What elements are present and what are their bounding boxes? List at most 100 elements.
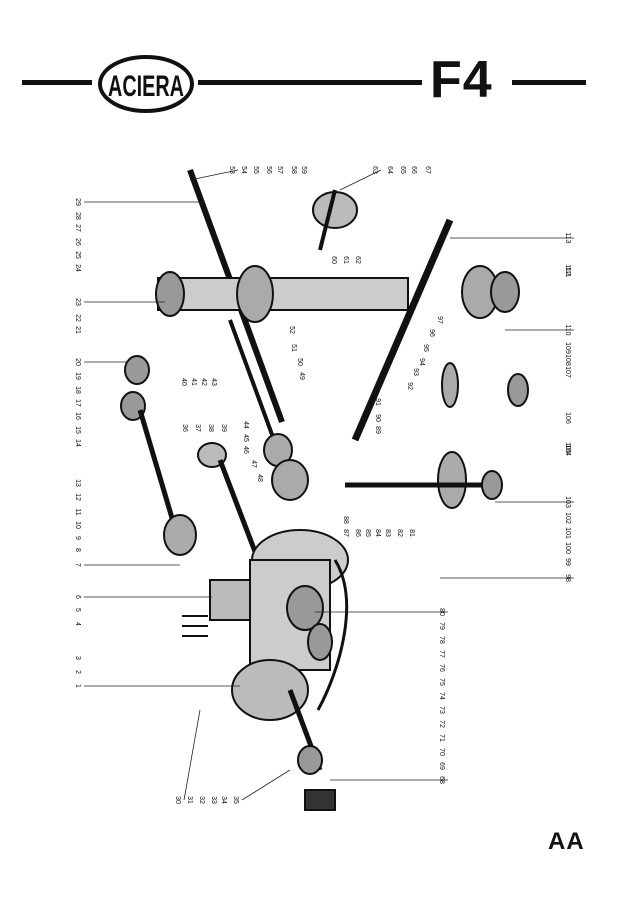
callout-52: 52 [288,326,295,334]
callout-84: 84 [374,529,381,537]
callout-20: 20 [74,358,81,366]
callout-96: 96 [428,329,435,337]
callout-3: 3 [74,656,81,660]
aciera-logo: ACIERA [98,55,194,113]
callout-56: 56 [265,166,272,174]
callout-78: 78 [438,636,445,644]
callout-10: 10 [74,521,81,529]
callout-109: 109 [564,342,571,354]
callout-2: 2 [74,670,81,674]
callout-5: 5 [74,608,81,612]
callout-90: 90 [374,414,381,422]
page-code: AA [548,828,585,855]
gear-middle-right [437,451,467,509]
callout-58: 58 [290,166,297,174]
callout-68: 68 [438,776,445,784]
callout-106: 106 [564,412,571,424]
callout-49: 49 [298,372,305,380]
callout-14: 14 [74,439,81,447]
callout-34: 34 [220,796,227,804]
callout-25: 25 [74,251,81,259]
callout-61: 61 [342,256,349,264]
callout-75: 75 [438,678,445,686]
callout-93: 93 [412,368,419,376]
callout-23: 23 [74,298,81,306]
header-rule-left [22,80,92,85]
header-rule-middle [198,80,422,85]
callout-108: 108 [564,354,571,366]
callout-8: 8 [74,548,81,552]
callout-54: 54 [240,166,247,174]
callout-98: 98 [564,574,571,582]
callout-62: 62 [354,256,361,264]
leader-line-53 [189,169,239,181]
callout-38: 38 [207,424,214,432]
callout-30: 30 [174,796,181,804]
callout-6: 6 [74,595,81,599]
callout-92: 92 [406,382,413,390]
callout-82: 82 [396,529,403,537]
callout-79: 79 [438,622,445,630]
page-header: ACIERA F4 [0,40,636,130]
callout-86: 86 [354,529,361,537]
callout-42: 42 [200,378,207,386]
callout-94: 94 [418,358,425,366]
model-title: F4 [430,51,493,109]
callout-80: 80 [438,608,445,616]
callout-9: 9 [74,536,81,540]
callout-67: 67 [424,166,431,174]
callout-111: 111 [564,267,571,278]
callout-27: 27 [74,224,81,232]
callout-53: 53 [228,166,235,174]
callout-105: 105 [564,442,571,454]
leader-line-63 [339,169,382,191]
callout-41: 41 [190,378,197,386]
callout-91: 91 [374,398,381,406]
callout-55: 55 [252,166,259,174]
callout-97: 97 [436,316,443,324]
callout-102: 102 [564,512,571,524]
callout-88: 88 [342,516,349,524]
callout-51: 51 [290,344,297,352]
callout-35: 35 [232,796,239,804]
callout-64: 64 [386,166,393,174]
callout-43: 43 [210,378,217,386]
callout-40: 40 [180,378,187,386]
callout-65: 65 [399,166,406,174]
callout-83: 83 [384,529,391,537]
callout-39: 39 [220,424,227,432]
callout-63: 63 [371,166,378,174]
leader-line-30 [183,709,201,801]
svg-text:ACIERA: ACIERA [108,70,184,103]
callout-32: 32 [198,796,205,804]
callout-29: 29 [74,198,81,206]
callout-85: 85 [364,529,371,537]
motor-block [304,789,336,811]
callout-13: 13 [74,479,81,487]
callout-15: 15 [74,426,81,434]
callout-11: 11 [74,508,81,515]
callout-101: 101 [564,527,571,539]
callout-59: 59 [300,166,307,174]
callout-28: 28 [74,212,81,220]
callout-77: 77 [438,650,445,658]
callout-22: 22 [74,314,81,322]
callout-45: 45 [242,434,249,442]
gear-small-left [124,355,150,385]
callout-99: 99 [564,558,571,566]
callout-69: 69 [438,762,445,770]
callout-110: 110 [564,324,571,335]
callout-50: 50 [296,358,303,366]
callout-57: 57 [276,166,283,174]
callout-36: 36 [181,424,188,432]
callout-26: 26 [74,238,81,246]
callout-104: 104 [564,444,571,456]
callout-81: 81 [408,529,415,537]
callout-7: 7 [74,563,81,567]
callout-112: 112 [564,264,571,275]
callout-72: 72 [438,720,445,728]
callout-107: 107 [564,366,571,378]
callout-89: 89 [374,426,381,434]
callout-31: 31 [186,796,193,804]
parts-drawing [120,168,529,811]
